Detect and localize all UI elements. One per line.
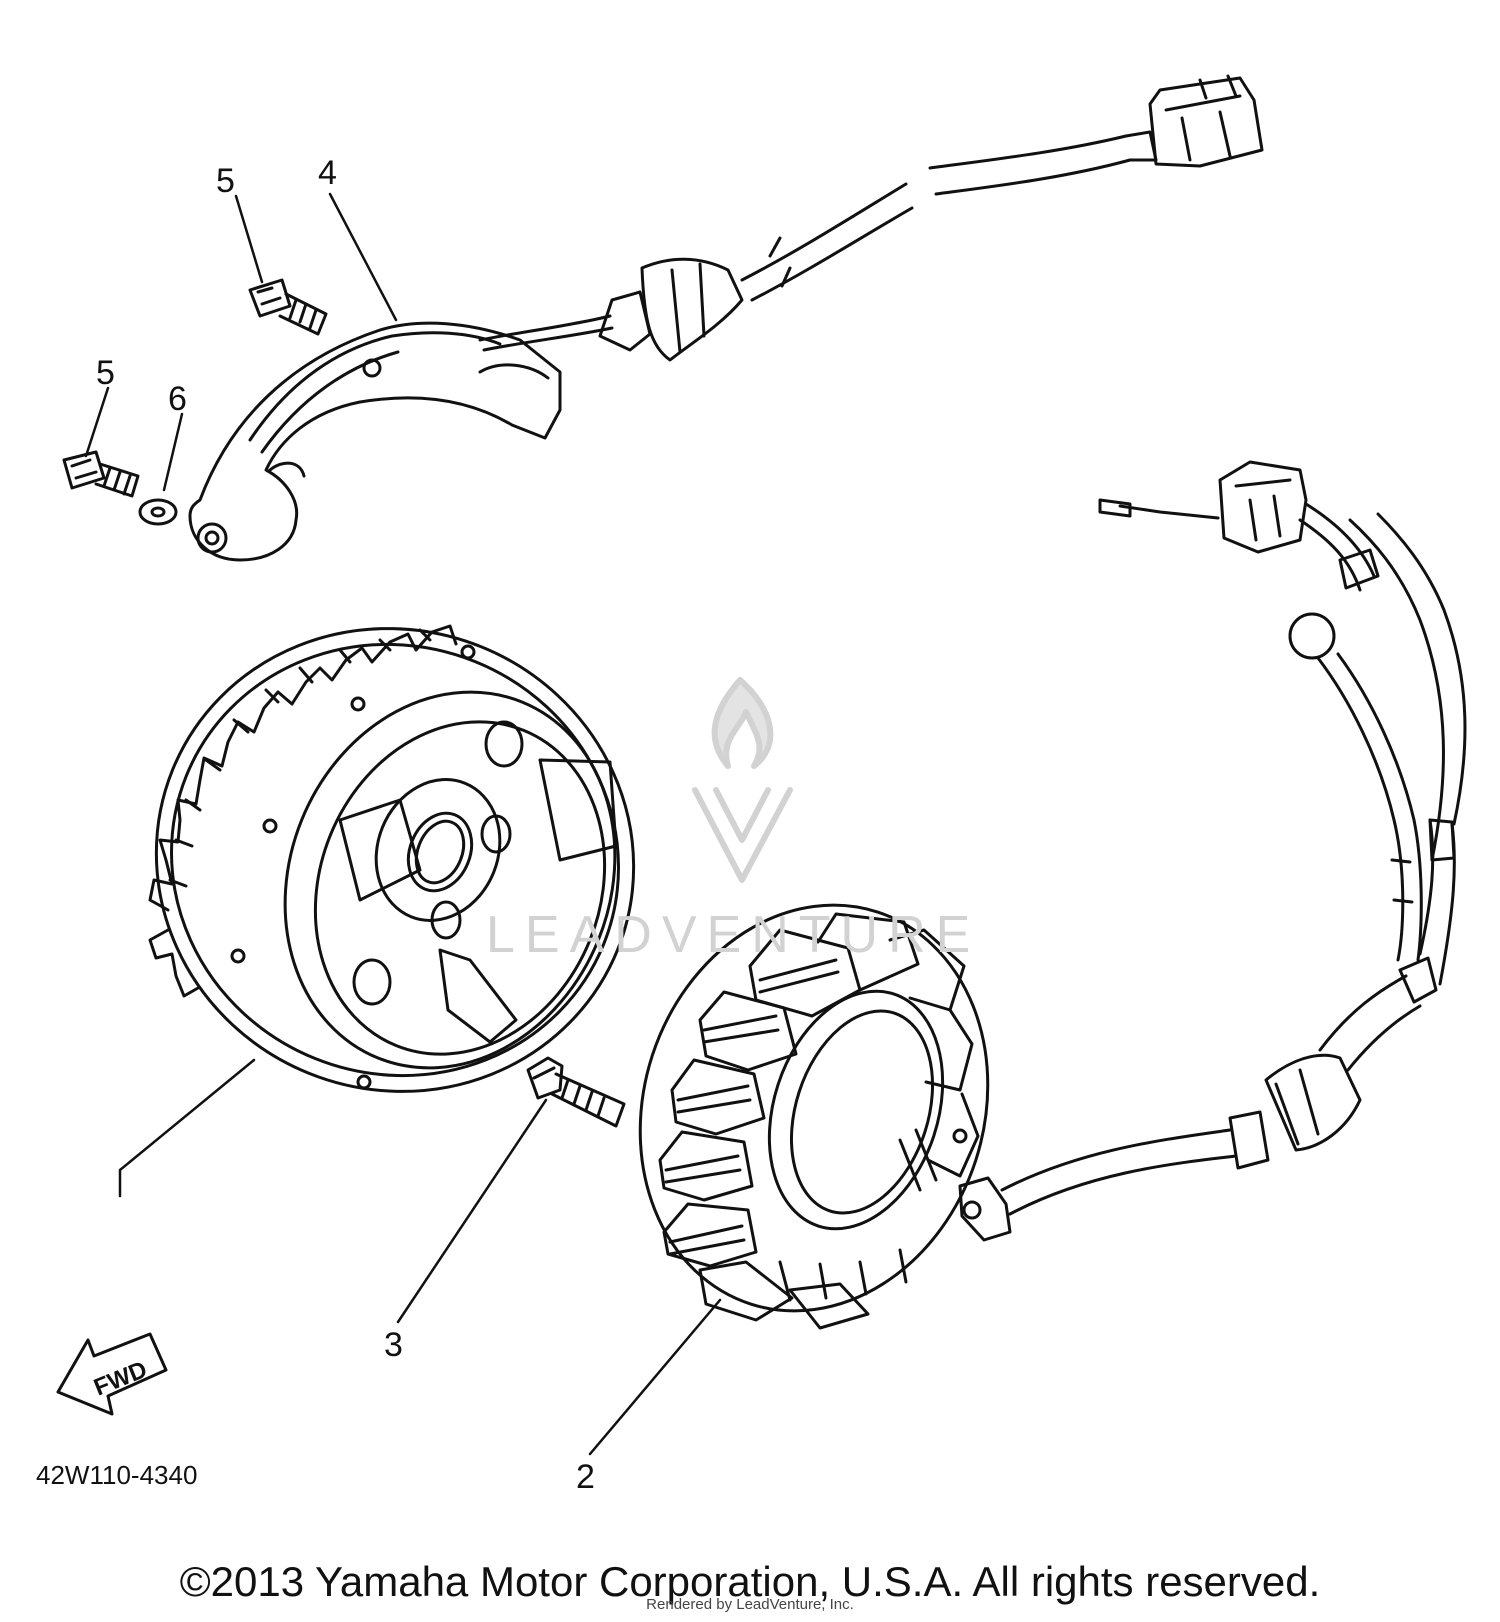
stator (638, 460, 1467, 1330)
leader-5-lower (84, 386, 110, 458)
flywheel-rotor (148, 624, 636, 1093)
leader-2 (588, 1298, 722, 1456)
callout-5-upper: 5 (216, 162, 235, 200)
screw-upper (248, 278, 328, 336)
copyright-notice: ©2013 Yamaha Motor Corporation, U.S.A. A… (179, 1558, 1321, 1605)
fwd-label: FWD (90, 1356, 151, 1402)
callout-4: 4 (318, 154, 337, 192)
watermark-logo (692, 677, 793, 883)
leader-6 (162, 412, 184, 492)
stator-screw (526, 1056, 626, 1128)
callout-6: 6 (168, 380, 187, 418)
rendered-by-note: Rendered by LeadVenture, Inc. (646, 1596, 854, 1613)
leader-4 (328, 192, 398, 322)
callout-2: 2 (576, 1458, 595, 1496)
callout-5-lower: 5 (96, 354, 115, 392)
leader-5-upper (234, 194, 264, 284)
leader-lines (84, 192, 722, 1456)
drawing-code: 42W110-4340 (36, 1460, 197, 1490)
forward-arrow-icon (56, 1332, 168, 1416)
washer (138, 498, 178, 526)
leader-3 (396, 1098, 548, 1324)
leader-1 (118, 1058, 256, 1198)
screw-lower (62, 450, 140, 498)
pickup-coil-assembly (188, 74, 1264, 562)
callout-3: 3 (384, 1326, 403, 1364)
watermark-text: LEADVENTURE (486, 906, 980, 964)
